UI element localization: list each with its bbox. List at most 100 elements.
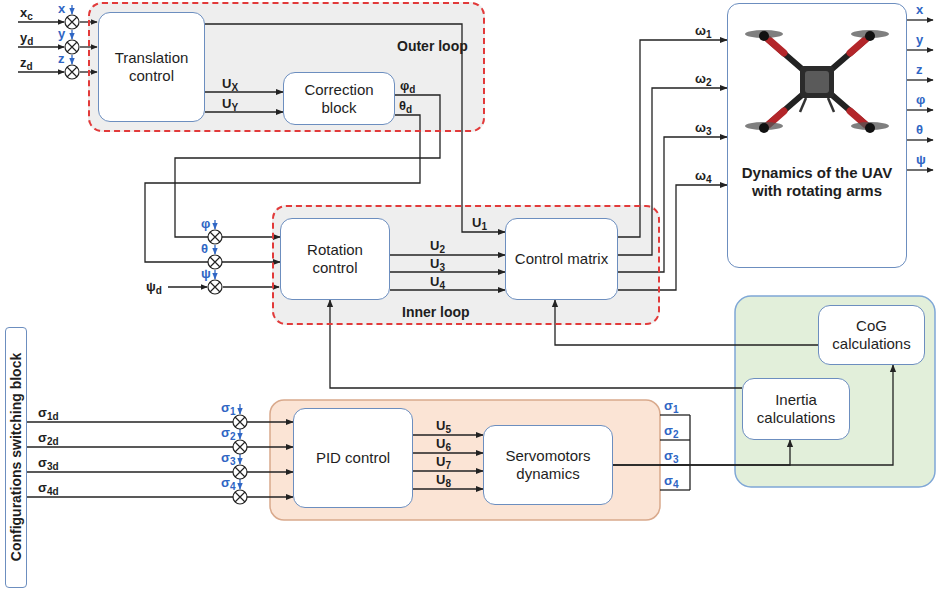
feedback-signal: φ xyxy=(916,92,925,107)
signal-connector xyxy=(330,300,742,388)
feedback-signal: σ4 xyxy=(664,473,678,488)
feedback-wire xyxy=(71,5,72,14)
feedback-wire xyxy=(214,245,215,254)
servomotor-dynamics-box: Servomotors dynamics xyxy=(483,425,613,505)
feedback-signal: φ xyxy=(201,216,210,231)
signal-label: UY xyxy=(222,96,238,111)
summing-junction xyxy=(233,465,247,479)
feedback-signal: x xyxy=(58,1,65,16)
reference-signal: yd xyxy=(20,30,33,45)
rotation-control-box: Rotation control xyxy=(280,218,390,300)
signal-label: σ3d xyxy=(38,455,59,470)
reference-signal: zd xyxy=(20,55,33,70)
motor xyxy=(759,31,769,41)
signal-connector xyxy=(390,271,505,272)
signal-connector xyxy=(390,254,505,255)
summing-junction xyxy=(67,67,77,77)
motor xyxy=(865,31,875,41)
summing-junction xyxy=(235,442,245,452)
node-text: Inertia calculations xyxy=(749,391,843,427)
feedback-wire xyxy=(214,270,215,279)
input-wire xyxy=(18,71,64,72)
reference-signal: ψd xyxy=(146,279,162,294)
calculation-region xyxy=(735,296,935,487)
node-text: Translation control xyxy=(105,49,198,85)
signal-connector xyxy=(27,496,293,497)
signal-connector xyxy=(613,365,893,465)
rotating-arm-segment xyxy=(768,39,866,125)
translation-control-box: Translation control xyxy=(98,12,205,122)
node-text: CoG calculations xyxy=(825,317,918,353)
feedback-wire xyxy=(214,220,215,229)
cog-calculation-box: CoG calculations xyxy=(818,305,925,365)
summing-junction xyxy=(210,257,220,267)
rotating-arm-segment xyxy=(850,39,866,53)
summing-junction xyxy=(65,65,79,79)
input-wire xyxy=(907,19,933,20)
signal-label: φd xyxy=(400,78,415,93)
signal-label: ω2 xyxy=(695,71,712,86)
outer-loop-region: Outer loopTranslation controlCorrection … xyxy=(88,2,485,132)
summing-junction xyxy=(233,440,247,454)
propeller xyxy=(745,30,889,130)
signal-connector xyxy=(555,300,818,345)
signal-label: ω1 xyxy=(695,23,712,38)
feedback-signal: σ3 xyxy=(664,448,678,463)
input-wire xyxy=(907,139,933,140)
signal-label: σ1d xyxy=(38,405,59,420)
input-wire xyxy=(18,46,64,47)
servo-region xyxy=(270,400,660,520)
node-text: Outer loop xyxy=(397,38,468,54)
signal-label: U3 xyxy=(430,256,445,271)
feedback-signal: σ1 xyxy=(221,400,235,415)
summing-junction xyxy=(65,15,79,29)
landing-leg xyxy=(828,98,834,112)
signal-label: U7 xyxy=(436,454,451,469)
feedback-signal: σ2 xyxy=(664,423,678,438)
node-text: Correction block xyxy=(290,81,388,117)
drone-body xyxy=(800,66,834,98)
inner-loop-region: Inner loopRotation controlControl matrix xyxy=(272,205,660,325)
feedback-signal: σ1 xyxy=(664,398,678,413)
signal-label: ω4 xyxy=(695,168,712,183)
feedback-signal: ψ xyxy=(916,152,926,167)
signal-connector xyxy=(390,289,505,290)
node-text: Servomotors dynamics xyxy=(490,447,606,483)
configuration-switching-box: Configurations switching block xyxy=(5,327,27,588)
feedback-signal: ψ xyxy=(201,266,211,281)
signal-label: U2 xyxy=(430,238,445,253)
input-wire xyxy=(907,109,933,110)
input-wire xyxy=(689,415,690,490)
motor xyxy=(865,123,875,133)
correction-block-box: Correction block xyxy=(283,72,395,125)
signal-connector xyxy=(618,40,727,237)
signal-label: θd xyxy=(399,98,412,113)
node-text: Inner loop xyxy=(402,304,470,320)
input-wire xyxy=(907,79,933,80)
signal-label: U4 xyxy=(430,274,445,289)
landing-leg xyxy=(800,98,806,112)
signal-connector xyxy=(27,421,293,422)
motor xyxy=(759,31,875,133)
inertia-calculation-box: Inertia calculations xyxy=(742,378,850,440)
rotating-arm-segment xyxy=(768,39,784,53)
feedback-wire xyxy=(239,404,240,414)
feedback-wire xyxy=(239,429,240,439)
signal-connector xyxy=(205,111,283,112)
input-wire xyxy=(18,21,64,22)
signal-connector xyxy=(618,185,727,290)
drone-top-plate xyxy=(805,71,829,93)
summing-junction xyxy=(67,17,77,27)
summing-junction xyxy=(235,467,245,477)
input-wire xyxy=(907,49,933,50)
feedback-wire xyxy=(72,5,240,489)
feedback-signal: σ4 xyxy=(221,475,235,490)
signal-connector xyxy=(618,88,727,255)
signal-label: ω3 xyxy=(695,120,712,135)
feedback-wire xyxy=(71,30,72,39)
feedback-signal: y xyxy=(916,32,923,47)
node-text: PID control xyxy=(316,449,390,467)
uav-dynamics-box: Dynamics of the UAV with rotating arms xyxy=(727,3,907,268)
feedback-wire xyxy=(239,479,240,489)
